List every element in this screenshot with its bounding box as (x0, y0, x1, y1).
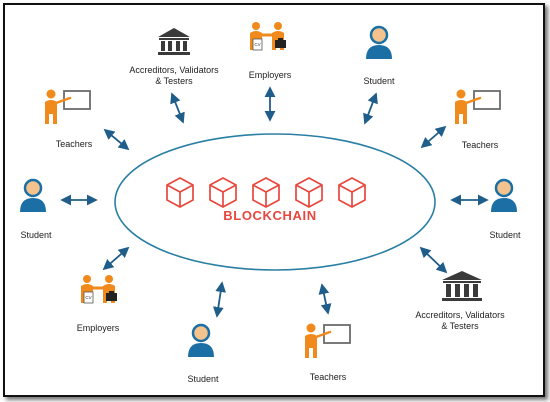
cv-tag: CV (85, 295, 91, 300)
node-student-right: Student (489, 178, 521, 240)
node-label: Employers (77, 323, 120, 333)
node-teachers-bottom: Teachers (305, 323, 351, 382)
student-icon (20, 178, 46, 212)
node-student-top: Student (363, 25, 395, 86)
node-student-left: Student (20, 178, 52, 240)
node-label: Teachers (310, 372, 347, 382)
node-employers-top: CV Employers (249, 22, 292, 80)
node-accreditors-bottom: Accreditors, Validators & Testers (415, 271, 505, 331)
node-teachers-right: Teachers (455, 89, 501, 150)
cube-icon (209, 177, 237, 208)
node-label: Accreditors, Validators (415, 310, 505, 320)
node-label: Teachers (462, 140, 499, 150)
node-label: Student (363, 76, 395, 86)
node-employers-bottom: CV Employers (77, 275, 120, 333)
node-label: Accreditors, Validators (129, 65, 219, 75)
arrow-accreditors-bottom (419, 246, 448, 274)
arrow-accreditors-top (170, 92, 185, 124)
node-label: & Testers (155, 76, 193, 86)
node-student-bottom: Student (187, 323, 219, 384)
building-icon (158, 28, 190, 55)
node-label: & Testers (441, 321, 479, 331)
connector-arrows (60, 86, 489, 318)
node-teachers-left: Teachers (45, 89, 93, 149)
arrow-employers-bottom (102, 246, 130, 271)
node-accreditors-top: Accreditors, Validators & Testers (129, 28, 219, 86)
student-icon (491, 178, 517, 212)
arrow-teachers-left (103, 128, 130, 151)
node-label: Student (489, 230, 521, 240)
student-icon (366, 25, 392, 59)
node-label: Teachers (56, 139, 93, 149)
teacher-icon (455, 89, 501, 124)
cube-icon (295, 177, 323, 208)
blockchain-ellipse (114, 133, 436, 271)
teacher-icon (45, 89, 91, 124)
arrow-student-bottom (213, 281, 226, 318)
cube-icon (338, 177, 366, 208)
student-icon (188, 323, 214, 357)
node-label: Student (20, 230, 52, 240)
building-icon (442, 271, 482, 301)
cv-tag: CV (254, 42, 260, 47)
arrow-student-top (363, 92, 378, 125)
node-label: Employers (249, 70, 292, 80)
cube-icon (252, 177, 280, 208)
arrow-teachers-right (420, 125, 447, 149)
blockchain-label: BLOCKCHAIN (223, 208, 316, 223)
handshake-icon: CV (250, 22, 286, 51)
node-label: Student (187, 374, 219, 384)
cube-row (166, 177, 366, 208)
arrow-teachers-bottom (318, 283, 332, 315)
handshake-icon: CV (81, 275, 117, 304)
cube-icon (166, 177, 194, 208)
teacher-icon (305, 323, 351, 358)
